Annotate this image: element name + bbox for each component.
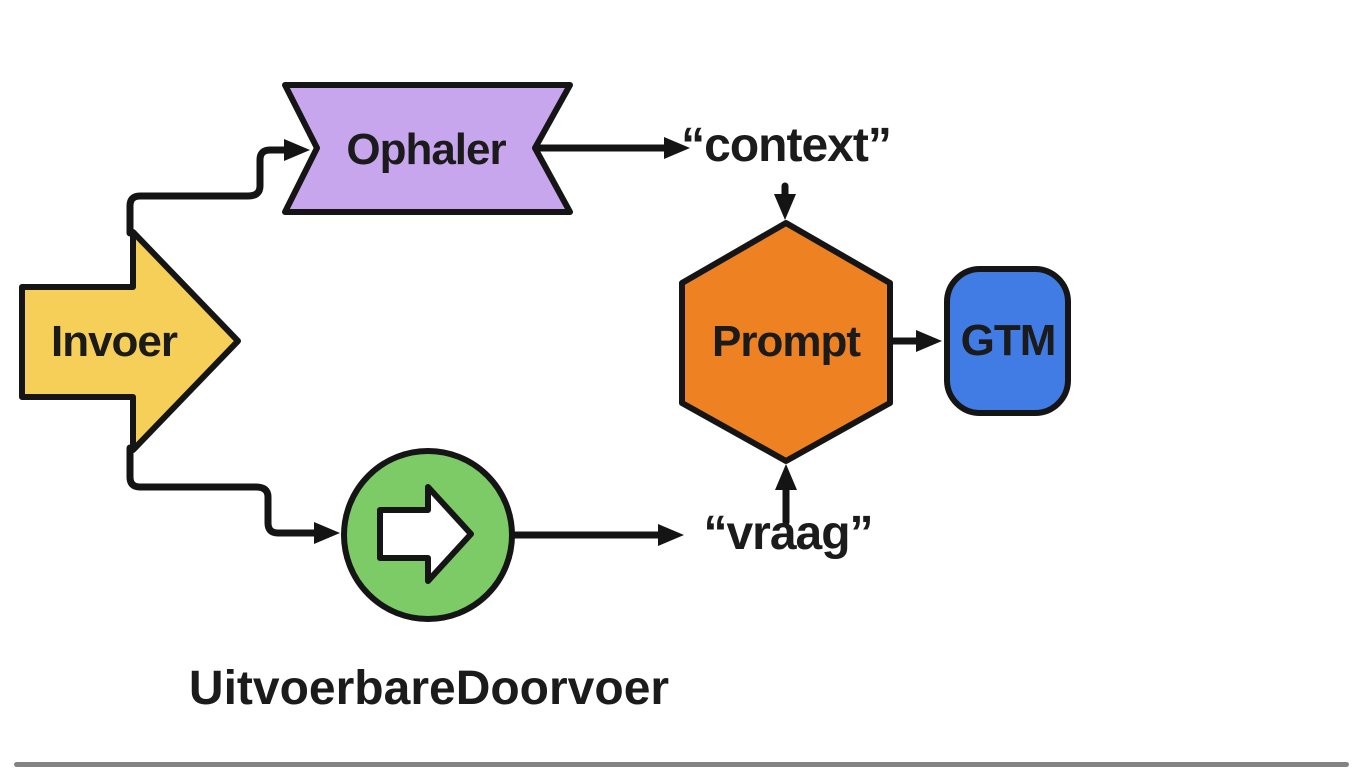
prompt-hexagon-shape (679, 220, 893, 464)
connectors (126, 137, 942, 546)
gtm-box-shape (944, 266, 1071, 416)
prompt-label: Prompt (712, 317, 861, 366)
gtm-label: GTM (960, 316, 1057, 365)
vraag-label: “vraag” (703, 507, 873, 560)
invoer-label: Invoer (50, 317, 178, 366)
context-label: “context” (681, 119, 892, 172)
ophaler-banner-shape (282, 82, 573, 215)
invoer-arrow-shape (19, 229, 241, 453)
connector-invoer-to-ophaler (126, 139, 310, 237)
runnable-right-arrow-icon (377, 484, 474, 584)
caption-label: UitvoerbareDoorvoer (188, 662, 670, 715)
bottom-edge-strip (14, 762, 1349, 767)
ophaler-label: Ophaler (346, 125, 506, 174)
connector-invoer-to-runnable (126, 444, 340, 544)
